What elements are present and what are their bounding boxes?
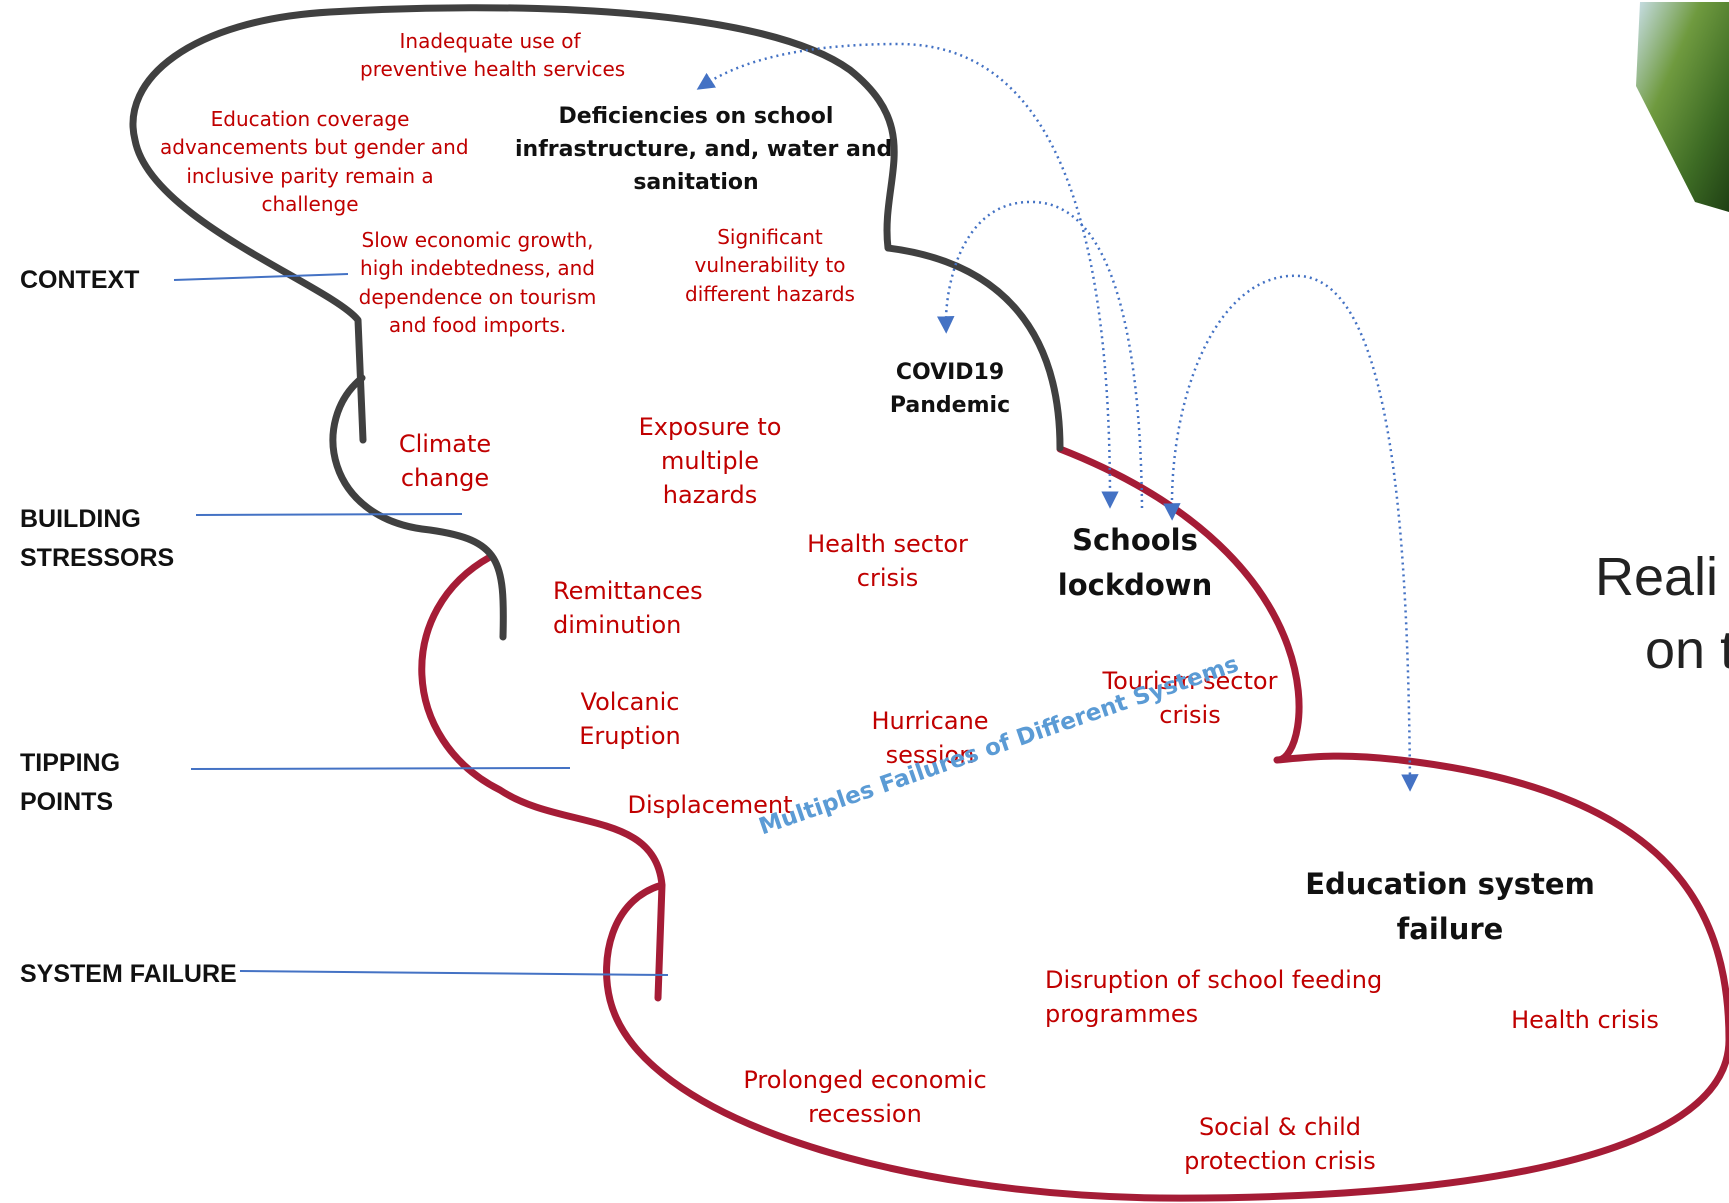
- tipping-displacement: Displacement: [627, 791, 793, 819]
- text-line: inclusive parity remain a: [186, 163, 434, 188]
- text-line: failure: [1396, 911, 1504, 946]
- text-line: Significant: [717, 225, 823, 249]
- text-line: Exposure to: [638, 413, 782, 441]
- text-line: Inadequate use of: [399, 29, 581, 53]
- text-line: hazards: [662, 481, 758, 510]
- text-line: Climate: [398, 430, 492, 458]
- building-stressors-connector: [195, 513, 463, 516]
- text-line: Eruption: [579, 722, 681, 751]
- text-line: Health sector: [807, 530, 968, 558]
- text-line: Pandemic: [889, 393, 1011, 418]
- text-line: Hurricane: [871, 707, 989, 735]
- text-line: Tourism sector: [1102, 667, 1278, 695]
- text-line: Disruption of school feeding: [1045, 966, 1383, 994]
- context-vulnerability: Significant vulnerability to different h…: [680, 223, 860, 308]
- tipping-points-connector: [190, 767, 571, 770]
- context-economic-growth: Slow economic growth, high indebtedness,…: [355, 226, 600, 340]
- text-line: crisis: [856, 564, 919, 593]
- side-title-line-2: on t: [1645, 620, 1729, 680]
- text-line: high indebtedness, and: [360, 256, 595, 281]
- landscape-photo: [1636, 2, 1729, 212]
- text-line: Schools: [1072, 523, 1198, 557]
- stressor-schools-lockdown: Schools lockdown: [1045, 518, 1225, 608]
- tipping-hurricane-session: Hurricane session: [860, 704, 1000, 772]
- stage-label-tipping: TIPPING POINTS: [20, 744, 120, 822]
- text-line: preventive health services: [360, 57, 626, 82]
- text-line: lockdown: [1057, 567, 1213, 602]
- text-line: and food imports.: [388, 313, 567, 338]
- text-line: infrastructure, and, water and: [515, 137, 893, 162]
- stressor-remittances: Remittances diminution: [553, 574, 733, 642]
- text-line: protection crisis: [1184, 1147, 1376, 1176]
- arrow-lockdown-covid: [937, 200, 1144, 509]
- text-line: diminution: [553, 611, 682, 640]
- text-line: advancements but gender and: [160, 135, 469, 160]
- text-line: multiple: [660, 447, 759, 476]
- stressor-covid-pandemic: COVID19 Pandemic: [870, 356, 1030, 422]
- failure-economic-recession: Prolonged economic recession: [720, 1063, 1010, 1131]
- stage-label-context: CONTEXT: [20, 266, 140, 294]
- text-line: Volcanic: [580, 688, 680, 716]
- text-line: Social & child: [1198, 1113, 1362, 1141]
- text-line: session: [885, 741, 975, 770]
- tipping-tourism-crisis: Tourism sector crisis: [1090, 664, 1290, 732]
- failure-school-feeding: Disruption of school feeding programmes: [1045, 963, 1385, 1031]
- text-line: crisis: [1159, 701, 1221, 730]
- stage-label-tipping-line-2: POINTS: [20, 787, 114, 816]
- text-line: challenge: [261, 192, 359, 217]
- stage-label-building-line-1: BUILDING: [20, 505, 141, 533]
- context-preventive-health: Inadequate use of preventive health serv…: [360, 27, 626, 84]
- text-line: sanitation: [633, 170, 759, 195]
- stage-label-building: BUILDING STRESSORS: [20, 500, 174, 578]
- failure-education-system: Education system failure: [1300, 862, 1600, 952]
- text-line: dependence on tourism: [358, 284, 597, 309]
- context-school-infrastructure: Deficiencies on school infrastructure, a…: [515, 100, 893, 199]
- text-line: Prolonged economic: [743, 1066, 987, 1094]
- text-line: programmes: [1045, 1000, 1199, 1029]
- text-line: Education system: [1305, 867, 1595, 901]
- text-line: COVID19: [895, 360, 1005, 385]
- stressor-climate-change: Climate change: [385, 427, 505, 495]
- failure-health-crisis: Health crisis: [1511, 1006, 1659, 1034]
- side-title-line-1: Reali: [1595, 547, 1719, 607]
- text-line: recession: [808, 1100, 922, 1129]
- text-line: different hazards: [685, 281, 855, 306]
- text-line: Slow economic growth,: [361, 228, 594, 252]
- system-failure-connector: [239, 970, 669, 976]
- text-line: change: [400, 464, 490, 493]
- stage-label-system-failure: SYSTEM FAILURE: [20, 960, 237, 988]
- tipping-volcanic-eruption: Volcanic Eruption: [565, 685, 695, 753]
- stage-label-building-line-2: STRESSORS: [20, 543, 175, 572]
- stage-label-tipping-line-1: TIPPING: [20, 749, 121, 777]
- arrow-lockdown-education-failure: [1163, 274, 1419, 792]
- text-line: vulnerability to: [694, 253, 846, 278]
- text-line: Education coverage: [210, 107, 410, 131]
- failure-social-protection: Social & child protection crisis: [1170, 1110, 1390, 1178]
- stressor-health-sector-crisis: Health sector crisis: [795, 527, 980, 595]
- text-line: Deficiencies on school: [558, 104, 834, 129]
- stressor-exposure-hazards: Exposure to multiple hazards: [630, 410, 790, 512]
- text-line: Remittances: [553, 577, 703, 605]
- context-connector: [173, 273, 349, 281]
- context-education-coverage: Education coverage advancements but gend…: [160, 105, 469, 219]
